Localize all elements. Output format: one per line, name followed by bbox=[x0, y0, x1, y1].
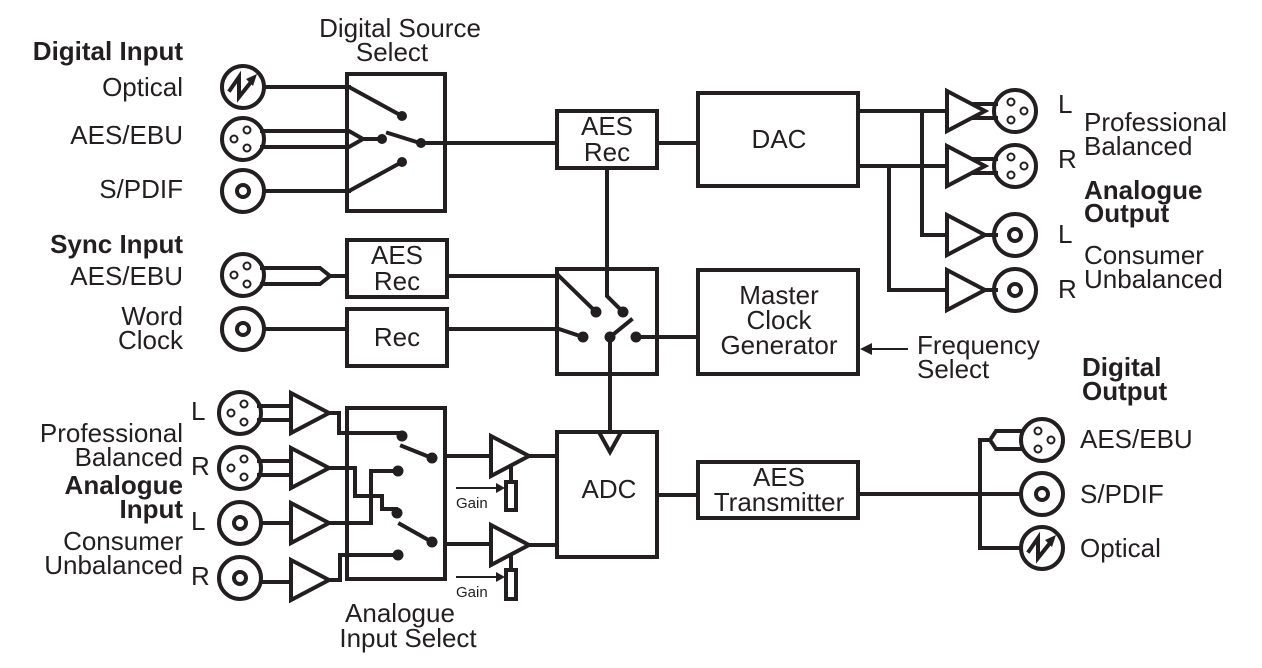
rca-connector-icon bbox=[217, 500, 263, 546]
digital-output-spdif-label: S/PDIF bbox=[1080, 479, 1164, 509]
digital-input-spdif-label: S/PDIF bbox=[99, 174, 183, 204]
aes-transmitter-block bbox=[696, 460, 860, 520]
in-channel-r-1: R bbox=[191, 451, 210, 481]
amp-in-cons-l-icon bbox=[289, 501, 331, 545]
sync-input-word-label: Word bbox=[121, 301, 183, 331]
analogue-output-heading-1: Analogue bbox=[1084, 175, 1202, 205]
digital-source-select-title-1: Digital Source bbox=[319, 13, 481, 43]
digital-output-optical-label: Optical bbox=[1080, 533, 1161, 563]
gain-pot-2[interactable] bbox=[504, 568, 518, 601]
analogue-output-consumer-2: Unbalanced bbox=[1084, 264, 1223, 294]
in-channel-l-2: L bbox=[191, 506, 205, 536]
digital-input-heading: Digital Input bbox=[33, 36, 184, 66]
out-channel-r-1: R bbox=[1058, 144, 1077, 174]
amp-out-prof-r-icon bbox=[945, 144, 987, 188]
aes-rec-main-label-1: AES bbox=[581, 111, 633, 141]
analogue-input-select-title-2: Input Select bbox=[339, 623, 477, 653]
rca-connector-icon bbox=[217, 555, 263, 601]
xlr-connector-icon bbox=[220, 116, 266, 162]
rca-connector-icon bbox=[992, 212, 1038, 258]
gain-pot-1[interactable] bbox=[504, 480, 518, 512]
dac-block bbox=[696, 91, 860, 188]
frequency-select-label-2[interactable]: Select bbox=[917, 354, 990, 384]
out-channel-r-2: R bbox=[1058, 274, 1077, 304]
master-clock-generator-block bbox=[696, 268, 860, 376]
rca-connector-icon bbox=[992, 267, 1038, 313]
sync-input-clock-label: Clock bbox=[118, 325, 184, 355]
amp-out-cons-l-icon bbox=[945, 213, 987, 257]
aes-transmitter-label-2: Transmitter bbox=[714, 487, 845, 517]
master-clock-label-2: Clock bbox=[746, 305, 812, 335]
dac-label: DAC bbox=[752, 124, 807, 154]
master-clock-label-1: Master bbox=[739, 280, 819, 310]
xlr-connector-icon bbox=[992, 143, 1038, 189]
amp-in-prof-l-icon bbox=[289, 391, 331, 435]
sync-aes-rec-label-2: Rec bbox=[374, 266, 420, 296]
sync-input-heading: Sync Input bbox=[50, 229, 183, 259]
analogue-input-select-box bbox=[345, 406, 447, 581]
master-clock-label-3: Generator bbox=[720, 330, 837, 360]
xlr-connector-icon bbox=[217, 445, 263, 491]
switch-blade bbox=[385, 130, 423, 146]
aes-rec-main-label-2: Rec bbox=[584, 137, 630, 167]
out-channel-l-1: L bbox=[1058, 89, 1072, 119]
clock-input-marker-icon bbox=[597, 431, 623, 457]
amp-out-prof-l-icon bbox=[945, 89, 987, 133]
digital-output-heading-2: Output bbox=[1082, 376, 1168, 406]
analogue-input-select-title-1: Analogue bbox=[345, 598, 455, 628]
xlr-connector-icon bbox=[220, 252, 266, 298]
sync-input-aes-label: AES/EBU bbox=[70, 261, 183, 291]
rca-connector-icon bbox=[220, 168, 266, 214]
analogue-output-professional-2: Balanced bbox=[1084, 131, 1192, 161]
sync-aes-rec-block bbox=[345, 238, 449, 299]
amp-out-cons-r-icon bbox=[945, 268, 987, 312]
xlr-connector-icon bbox=[992, 88, 1038, 134]
rca-connector-icon bbox=[1019, 471, 1065, 517]
analogue-input-heading-2: Input bbox=[119, 494, 183, 524]
analogue-input-professional-1: Professional bbox=[40, 418, 183, 448]
out-channel-l-2: L bbox=[1058, 219, 1072, 249]
adc-label: ADC bbox=[582, 474, 637, 504]
aes-transmitter-label-1: AES bbox=[753, 462, 805, 492]
sync-rec-label: Rec bbox=[374, 322, 420, 352]
aes-rec-main-block bbox=[555, 109, 659, 170]
digital-input-optical-label: Optical bbox=[102, 72, 183, 102]
sync-rec-block bbox=[345, 307, 449, 368]
xlr-connector-icon bbox=[217, 390, 263, 436]
analogue-output-consumer-1: Consumer bbox=[1084, 240, 1204, 270]
digital-source-select-title-2: Select bbox=[356, 37, 429, 67]
analogue-input-consumer-2: Unbalanced bbox=[44, 550, 183, 580]
analogue-input-consumer-1: Consumer bbox=[63, 526, 183, 556]
in-channel-l-1: L bbox=[191, 396, 205, 426]
adc-block bbox=[555, 430, 659, 559]
in-channel-r-2: R bbox=[191, 561, 210, 591]
amp-in-cons-r-icon bbox=[289, 558, 331, 602]
sync-aes-rec-label-1: AES bbox=[371, 240, 423, 270]
switch-arm-optical bbox=[346, 84, 405, 119]
optical-connector-icon bbox=[1019, 525, 1065, 571]
digital-input-aes-label: AES/EBU bbox=[70, 120, 183, 150]
arrow-head-icon bbox=[860, 343, 872, 355]
digital-output-aes-label: AES/EBU bbox=[1080, 424, 1193, 454]
analogue-output-professional-1: Professional bbox=[1084, 107, 1227, 137]
analogue-output-heading-2: Output bbox=[1084, 198, 1170, 228]
analogue-input-professional-2: Balanced bbox=[75, 442, 183, 472]
switch-arm-spdif bbox=[346, 159, 405, 194]
digital-output-heading-1: Digital bbox=[1082, 352, 1161, 382]
gain-label-1: Gain bbox=[456, 495, 488, 512]
xlr-connector-icon bbox=[1019, 417, 1065, 463]
optical-connector-icon bbox=[220, 64, 266, 110]
bnc-connector-icon bbox=[220, 306, 266, 352]
gain-label-2: Gain bbox=[456, 584, 488, 601]
frequency-select-label-1[interactable]: Frequency bbox=[917, 330, 1040, 360]
analogue-input-heading-1: Analogue bbox=[65, 470, 183, 500]
amp-in-prof-r-icon bbox=[289, 446, 331, 490]
